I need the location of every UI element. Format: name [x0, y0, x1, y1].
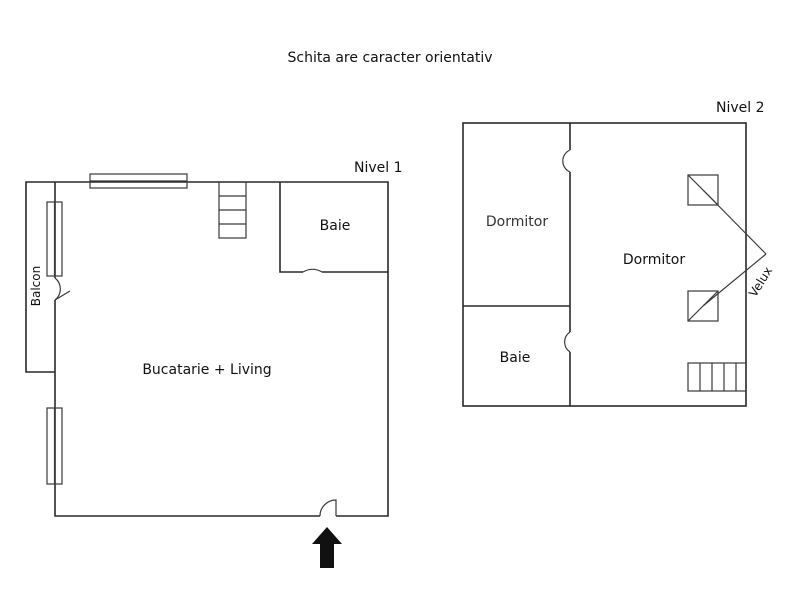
balcony-label: Balcon [29, 266, 43, 306]
entrance-door-swing [319, 499, 337, 517]
bath-door-swing [302, 268, 323, 273]
bath-wall-left [279, 182, 303, 273]
balcony-door-leaf [54, 290, 71, 301]
entrance-arrow-icon [312, 527, 342, 568]
level-1-label: Nivel 1 [354, 160, 403, 176]
page-title: Schita are caracter orientativ [287, 50, 492, 66]
skylight-label: Velux [746, 264, 775, 299]
level-1-outer-walls-bottom-left [54, 300, 320, 517]
kitchen-living-label: Bucatarie + Living [142, 362, 271, 378]
bedroom-left-door-swing [562, 149, 571, 173]
level-2-plan: Nivel 2 Dormitor Dormitor Baie Velux [462, 100, 775, 407]
bedroom-left-label: Dormitor [486, 214, 548, 230]
bedroom-main-label: Dormitor [623, 252, 685, 268]
bath-label-level-1: Baie [320, 218, 351, 234]
stairs-level-1 [218, 181, 247, 239]
balcony-outline [25, 181, 55, 373]
level-2-outer-walls [462, 122, 747, 407]
bath-label-level-2: Baie [500, 350, 531, 366]
skylight-leader-upper [702, 189, 767, 255]
stairs-level-2 [687, 362, 747, 392]
level-1-plan: Nivel 1 Balcon Baie Bucatarie + L [25, 160, 403, 568]
level-2-label: Nivel 2 [716, 100, 765, 116]
skylight-leader-lower [702, 253, 767, 307]
bath-level-2-door-swing [564, 331, 571, 353]
